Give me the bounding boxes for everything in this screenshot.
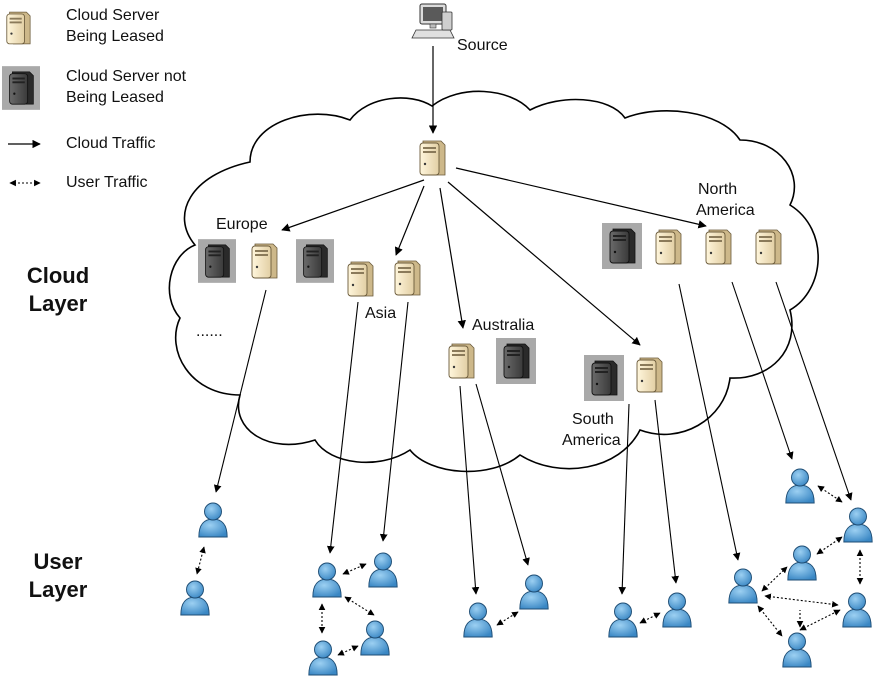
legend-user-traffic-label: User Traffic [66, 174, 148, 191]
australia-leased-server-icon [448, 343, 475, 379]
asia-leased-server-2-icon [394, 260, 421, 296]
user-layer-label: User Layer [18, 548, 98, 604]
legend-leased-line1: Cloud Server [66, 7, 160, 24]
legend-cloud-traffic-label: Cloud Traffic [66, 135, 156, 152]
user-icon [312, 562, 342, 598]
south-america-leased-server-icon [636, 357, 663, 393]
user-icon [662, 592, 692, 628]
user-icon [787, 545, 817, 581]
arrow-hub-to-europe [281, 179, 425, 232]
europe-leased-server-icon [251, 243, 278, 279]
cloud-layer-label: Cloud Layer [18, 262, 98, 318]
region-south-america-line2: America [562, 432, 621, 449]
legend-unleased-server-icon [2, 66, 40, 110]
user-layer-line2: Layer [28, 577, 88, 602]
user-traffic-arrows [195, 485, 864, 656]
region-north-america-line1: North [698, 181, 738, 198]
user-layer-line1: User [33, 549, 83, 574]
south-america-unleased-server-icon [584, 355, 624, 401]
user-icon [728, 568, 758, 604]
north-america-leased-server-2-icon [705, 229, 732, 265]
legend-leased-line2: Being Leased [66, 28, 164, 45]
europe-unleased-server-2-icon [296, 238, 334, 284]
hub-server-icon [419, 140, 446, 176]
source-computer-icon [411, 3, 455, 39]
user-icon [360, 620, 390, 656]
arrow-hub-to-asia [394, 185, 425, 256]
region-north-america-line2: America [696, 202, 755, 219]
region-south-america-line1: South [572, 411, 614, 428]
legend-leased-server-icon [6, 11, 31, 45]
north-america-leased-server-1-icon [655, 229, 682, 265]
user-icon [782, 632, 812, 668]
europe-unleased-server-1-icon [198, 238, 236, 284]
legend-unleased-label: Cloud Server not Being Leased [66, 66, 186, 108]
more-regions-ellipsis: ...... [196, 323, 223, 340]
region-south-america-label: South America [562, 409, 621, 451]
cloud-layer-line2: Layer [28, 291, 88, 316]
user-icon [842, 592, 872, 628]
user-icon [463, 602, 493, 638]
region-asia-label: Asia [365, 305, 397, 322]
user-icon [785, 468, 815, 504]
region-europe-label: Europe [216, 216, 268, 233]
australia-unleased-server-icon [496, 338, 536, 384]
north-america-leased-server-3-icon [755, 229, 782, 265]
region-australia-label: Australia [472, 317, 535, 334]
user-icon [180, 580, 210, 616]
arrow-hub-to-north-america [455, 167, 707, 229]
user-icon [308, 640, 338, 676]
user-icon [368, 552, 398, 588]
server-to-user-arrows [213, 281, 853, 595]
arrow-hub-to-south-america [447, 181, 641, 346]
legend-leased-label: Cloud Server Being Leased [66, 5, 164, 47]
user-icon [198, 502, 228, 538]
cloud-outline [168, 90, 819, 473]
source-label: Source [457, 37, 508, 54]
arrow-hub-to-australia [439, 187, 466, 329]
users [180, 468, 873, 676]
user-icon [843, 507, 873, 543]
cloud-layer-line1: Cloud [26, 263, 90, 288]
user-icon [608, 602, 638, 638]
north-america-unleased-server-icon [602, 223, 642, 269]
legend-unleased-line1: Cloud Server not [66, 68, 187, 85]
asia-leased-server-1-icon [347, 261, 374, 297]
cloud-traffic-arrows [281, 46, 707, 346]
legend-unleased-line2: Being Leased [66, 89, 164, 106]
user-icon [519, 574, 549, 610]
region-north-america-label: North America [696, 179, 755, 221]
